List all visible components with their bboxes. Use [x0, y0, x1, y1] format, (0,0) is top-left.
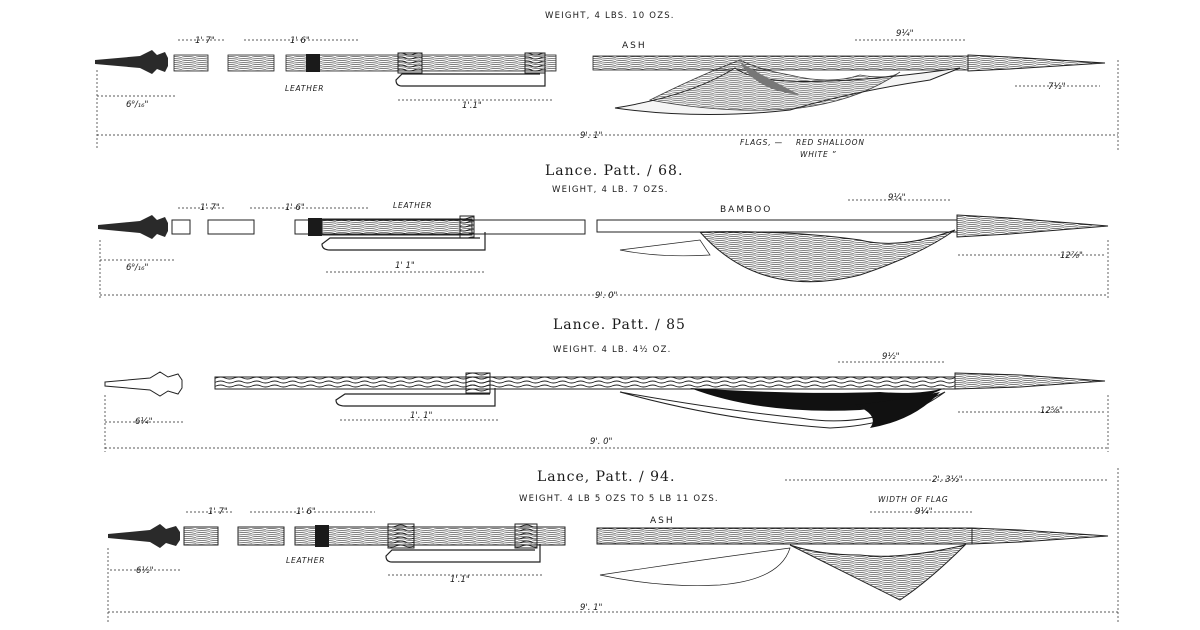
lance-4-material: ASH	[650, 516, 675, 526]
lance-2-head-dim: 12⅞"	[1060, 251, 1083, 261]
lance-1-total-dim: 9'. 1"	[580, 131, 603, 141]
lance-4-flag	[789, 544, 967, 601]
lance-2-butt-dim: 6⁹/₁₆"	[126, 263, 148, 273]
lance-4-weight: WEIGHT. 4 LB 5 OZS TO 5 LB 11 OZS.	[519, 494, 719, 504]
lance-2-seg2-dim: 1' 6"	[285, 203, 305, 213]
lance-3-flag-width-dim: 9½"	[882, 352, 900, 362]
lance-2-shaft-front	[596, 219, 958, 233]
lance-4-shaft-piece-b	[294, 526, 566, 546]
lance-3-total-dim: 9'. 0"	[590, 437, 613, 447]
lance-1-sling-dim: 1'.1"	[462, 101, 482, 111]
lance-4-title: Lance, Patt. ∕ 94.	[537, 469, 676, 485]
lance-1-butt-stub	[173, 54, 209, 72]
lance-1-sling-binding-1	[397, 52, 423, 74]
lance-4-head-to-flag-dim: 2'. 3½"	[932, 475, 963, 485]
lance-4-width-of-flag-label: WIDTH OF FLAG	[878, 495, 948, 504]
lance-4-flag-tail	[599, 547, 791, 586]
lance-1-material: ASH	[622, 41, 647, 51]
lance-4-sling-dim: 1'.1"	[450, 575, 470, 585]
lance-1-shaft-piece-a	[227, 54, 275, 72]
lance-1-sling-binding-2	[524, 52, 546, 74]
lance-4-shaft-front	[596, 527, 973, 545]
lance-4-leather-band	[315, 525, 329, 547]
lance-3-sling	[335, 388, 496, 407]
lance-1-leather-band	[306, 54, 320, 72]
lance-1-red-label: RED SHALLOON	[796, 138, 865, 147]
lance-2-butt-stub	[171, 219, 191, 235]
lance-3-butt-shoe	[104, 371, 183, 397]
lance-2-seg1-dim: 1' 7"	[200, 203, 220, 213]
lance-1-weight: WEIGHT, 4 LBS. 10 OZS.	[545, 11, 675, 21]
lance-2-flag-tail	[619, 239, 711, 257]
lance-3	[104, 371, 1106, 429]
lance-2-sling-dim: 1' 1"	[395, 261, 415, 271]
lance-4-butt-dim: 6½"	[136, 566, 154, 576]
lance-1-seg1-dim: 1' 7"	[195, 36, 215, 46]
lance-1-sling	[395, 68, 546, 87]
lance-2-dimensions	[99, 199, 1109, 300]
lance-3-title: Lance. Patt. ∕ 85	[553, 317, 686, 333]
lance-2-weight: WEIGHT, 4 LB. 7 OZS.	[552, 185, 669, 195]
lance-4-flag-width-dim: 9¼"	[915, 507, 933, 517]
lance-2-shaft-piece-a	[207, 219, 255, 235]
lance-1-dimensions	[96, 39, 1119, 150]
lance-2-title: Lance. Patt. ∕ 68.	[545, 163, 684, 179]
lance-1-shaft-front	[592, 55, 969, 71]
lance-3-shaft	[214, 376, 956, 390]
lance-1-flag-width-dim: 9¼"	[896, 29, 914, 39]
lance-2-sling-binding	[459, 215, 475, 239]
lance-4	[108, 523, 1109, 601]
lance-1	[95, 50, 1106, 116]
lance-2	[98, 214, 1109, 283]
lance-2-flag-width-dim: 9¼"	[888, 193, 906, 203]
lance-3-flag-light	[619, 391, 946, 429]
lance-3-head-dim: 12⅝"	[1040, 406, 1063, 416]
lance-4-shaft-piece-a	[237, 526, 285, 546]
lance-2-total-dim: 9'. 0"	[595, 291, 618, 301]
lance-2-leather-label: LEATHER	[393, 201, 432, 210]
lance-1-butt-dim: 6⁹/₁₆"	[126, 100, 148, 110]
lance-4-seg2-dim: 1' 6"	[296, 507, 316, 517]
lance-2-sling	[321, 232, 486, 251]
lance-4-seg1-dim: 1' 7"	[208, 507, 228, 517]
lance-4-sling-binding-2	[514, 523, 538, 549]
lance-3-flag-lower-dark	[855, 392, 940, 428]
lance-2-butt-shoe	[98, 215, 168, 239]
lance-4-leather-label: LEATHER	[286, 556, 325, 565]
lance-3-dimensions	[104, 361, 1109, 452]
lance-2-flag	[698, 229, 956, 283]
lance-4-head	[971, 527, 1109, 545]
lance-2-leather-band	[308, 218, 322, 236]
lance-2-head	[956, 214, 1109, 238]
lance-1-white-label: WHITE ”	[800, 150, 836, 159]
lance-2-material: BAMBOO	[720, 205, 772, 215]
lance-4-sling	[385, 544, 541, 563]
lance-1-butt-shoe	[95, 50, 168, 74]
lance-1-flags-label: FLAGS, —	[740, 138, 783, 147]
lance-4-butt-stub	[183, 526, 219, 546]
lance-3-sling-dim: 1'. 1"	[410, 411, 433, 421]
lance-3-sling-binding	[465, 372, 491, 394]
lance-2-leather-wrap	[321, 218, 473, 236]
lance-3-butt-dim: 6¼"	[135, 417, 153, 427]
lance-4-dimensions	[107, 468, 1119, 622]
lance-1-head-dim: 7½"	[1048, 82, 1066, 92]
lance-3-head	[954, 372, 1106, 390]
lance-4-total-dim: 9'. 1"	[580, 603, 603, 613]
lance-4-sling-binding-1	[387, 523, 415, 549]
lance-1-seg2-dim: 1' 6"	[290, 36, 310, 46]
lance-1-leather-label: LEATHER	[285, 84, 324, 93]
lance-3-weight: WEIGHT. 4 LB. 4½ OZ.	[553, 345, 672, 355]
lance-1-head	[967, 54, 1106, 72]
lance-4-butt-shoe	[108, 524, 180, 548]
